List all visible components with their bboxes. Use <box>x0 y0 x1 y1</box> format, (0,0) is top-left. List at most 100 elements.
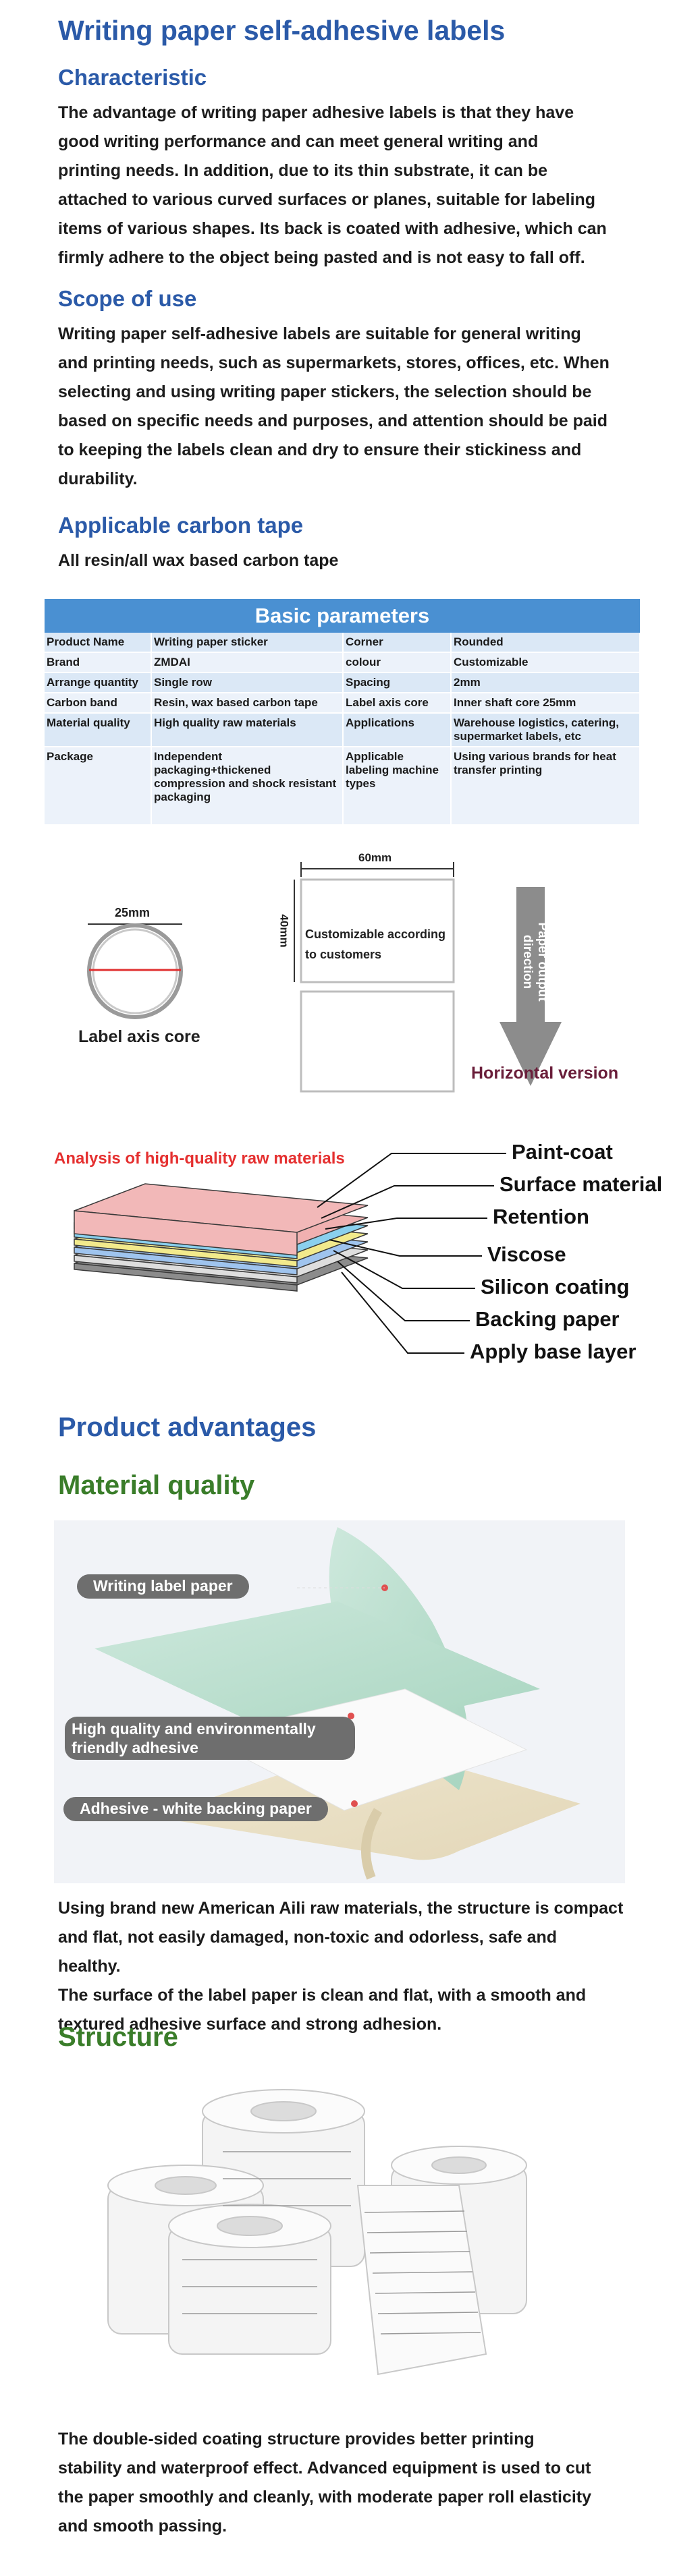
param-value: Single row <box>151 672 344 693</box>
scope-text: Writing paper self-adhesive labels are s… <box>58 320 624 494</box>
customizable-note: Customizable according to customers <box>305 924 446 965</box>
text-line: the paper smoothly and cleanly, with mod… <box>58 2488 592 2507</box>
leader-line <box>329 1239 482 1257</box>
text-line: printing needs. In addition, due to its … <box>58 161 548 180</box>
core-size-label: 25mm <box>115 906 151 919</box>
text-line: to keeping the labels clean and dry to e… <box>58 440 582 459</box>
param-value: 2mm <box>451 672 641 693</box>
param-key: Product Name <box>45 633 152 653</box>
scope-heading: Scope of use <box>58 286 197 311</box>
label-rolls-image <box>107 2089 527 2376</box>
param-key: Spacing <box>343 672 452 693</box>
parameters-title: Basic parameters <box>45 599 640 633</box>
param-value: Rounded <box>451 633 641 653</box>
leader-line <box>317 1153 506 1208</box>
table-row: Brand ZMDAI colour Customizable <box>45 652 641 673</box>
material-layers-image <box>54 1520 625 1883</box>
param-key: Carbon band <box>45 693 152 714</box>
structure-text: The double-sided coating structure provi… <box>58 2425 624 2541</box>
param-value: Independent packaging+thickened compress… <box>151 747 344 826</box>
text-line: good writing performance and can meet ge… <box>58 132 539 151</box>
width-label: 60mm <box>358 851 392 864</box>
param-value: Customizable <box>451 652 641 673</box>
table-row: Product Name Writing paper sticker Corne… <box>45 633 641 653</box>
material-layers-diagram <box>74 1153 506 1354</box>
axis-core-label: Label axis core <box>78 1027 200 1046</box>
direction-arrow <box>516 887 545 1022</box>
table-row: Package Independent packaging+thickened … <box>45 747 641 826</box>
param-key: Material quality <box>45 713 152 747</box>
layer-sheets-illustration <box>94 1527 580 1880</box>
characteristic-heading: Characteristic <box>58 65 207 90</box>
table-row: Material quality High quality raw materi… <box>45 713 641 747</box>
material-layer-edge <box>74 1255 298 1284</box>
text-line: Writing paper self-adhesive labels are s… <box>58 324 581 343</box>
material-layer-edge <box>74 1247 298 1276</box>
leader-line <box>333 1250 475 1289</box>
carbon-heading: Applicable carbon tape <box>58 513 304 538</box>
material-text: Using brand new American Aili raw materi… <box>58 1894 624 2039</box>
axis-core-ring <box>87 923 183 1019</box>
note-line: Customizable according <box>305 927 446 941</box>
leader-line <box>341 1271 464 1354</box>
structure-heading: Structure <box>58 2022 178 2052</box>
carbon-text: All resin/all wax based carbon tape <box>58 551 339 570</box>
layer-label: Silicon coating <box>481 1275 630 1298</box>
layer-label: Backing paper <box>475 1307 620 1331</box>
param-key: Applications <box>343 713 452 747</box>
param-key: Applicable labeling machine types <box>343 747 452 826</box>
layer-label: Apply base layer <box>470 1340 637 1363</box>
param-value: Resin, wax based carbon tape <box>151 693 344 714</box>
param-key: Brand <box>45 652 152 673</box>
param-value: Writing paper sticker <box>151 633 344 653</box>
param-value: Using various brands for heat transfer p… <box>451 747 641 826</box>
param-key: Arrange quantity <box>45 672 152 693</box>
table-row: Arrange quantity Single row Spacing 2mm <box>45 672 641 693</box>
text-line: and printing needs, such as supermarkets… <box>58 353 610 372</box>
label-sample <box>300 990 455 1093</box>
text-line: attached to various curved surfaces or p… <box>58 190 596 209</box>
table-row: Carbon band Resin, wax based carbon tape… <box>45 693 641 714</box>
direction-label: Paper output direction <box>520 922 549 1002</box>
characteristic-text: The advantage of writing paper adhesive … <box>58 98 624 273</box>
material-layer-edge <box>74 1263 298 1292</box>
text-line: and smooth passing. <box>58 2517 227 2536</box>
parameters-table: Basic parameters Product Name Writing pa… <box>45 599 641 826</box>
param-key: Package <box>45 747 152 826</box>
layer-label: Surface material <box>500 1172 663 1196</box>
height-label: 40mm <box>277 914 291 948</box>
material-layer-edge <box>74 1238 298 1267</box>
leader-line <box>337 1261 470 1321</box>
param-value: Warehouse logistics, catering, supermark… <box>451 713 641 747</box>
text-line: firmly adhere to the object being pasted… <box>58 248 585 267</box>
label-sample <box>300 878 455 983</box>
text-line: The double-sided coating structure provi… <box>58 2430 535 2449</box>
text-line: durability. <box>58 469 138 488</box>
layer-label: Paint-coat <box>512 1140 613 1164</box>
param-value: Inner shaft core 25mm <box>451 693 641 714</box>
text-line: stability and waterproof effect. Advance… <box>58 2459 591 2478</box>
material-layer-edge <box>74 1210 298 1256</box>
text-line: The surface of the label paper is clean … <box>58 1986 587 2005</box>
layer-label: Retention <box>493 1205 589 1228</box>
param-key: Corner <box>343 633 452 653</box>
label-dimension-diagram <box>87 862 562 1093</box>
advantages-heading: Product advantages <box>58 1412 317 1442</box>
layers-title: Analysis of high-quality raw materials <box>54 1149 345 1168</box>
text-line: textured adhesive surface and strong adh… <box>58 2015 442 2034</box>
text-line: selecting and using writing paper sticke… <box>58 382 592 401</box>
version-label: Horizontal version <box>471 1064 619 1083</box>
param-value: ZMDAI <box>151 652 344 673</box>
text-line: The advantage of writing paper adhesive … <box>58 103 574 122</box>
text-line: Using brand new American Aili raw materi… <box>58 1899 624 1918</box>
note-line: to customers <box>305 948 382 961</box>
text-line: and flat, not easily damaged, non-toxic … <box>58 1928 558 1976</box>
material-heading: Material quality <box>58 1470 255 1500</box>
text-line: items of various shapes. Its back is coa… <box>58 219 607 238</box>
layer-label: Viscose <box>487 1242 566 1266</box>
text-line: based on specific needs and purposes, an… <box>58 411 608 430</box>
tag-adhesive: High quality and environmentally friendl… <box>65 1717 355 1760</box>
param-key: colour <box>343 652 452 673</box>
leader-line <box>325 1218 487 1230</box>
param-value: High quality raw materials <box>151 713 344 747</box>
